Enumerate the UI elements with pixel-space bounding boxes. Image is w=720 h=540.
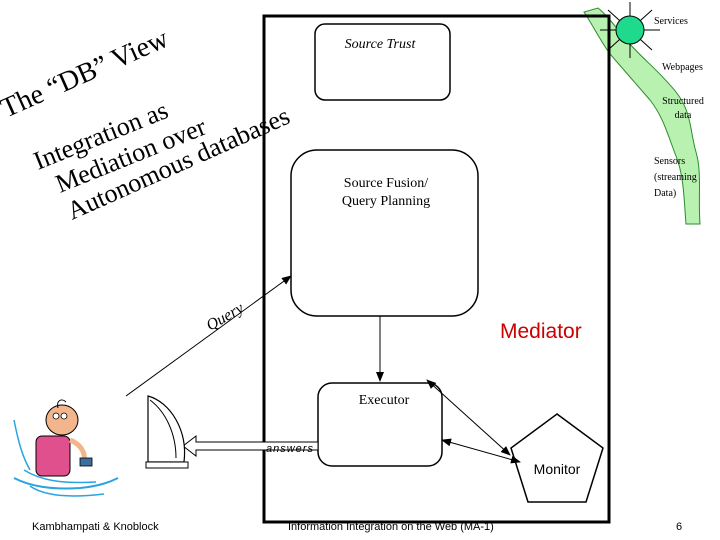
footer-author: Kambhampati & Knoblock: [32, 521, 159, 533]
answers-label: answers: [266, 443, 314, 455]
satellite-dish-icon: [145, 395, 189, 469]
services-sun-icon: [600, 2, 660, 58]
structured-data-label-line2: data: [675, 110, 692, 121]
monitor-pentagon: [510, 413, 604, 503]
sensors-label-line2: (streaming: [654, 172, 697, 183]
sensors-label-line1: Sensors: [654, 156, 685, 167]
user-cartoon-icon: [13, 399, 119, 497]
source-fusion-label-line1: Source Fusion/: [344, 176, 429, 191]
source-trust-box: [314, 23, 451, 101]
webpages-label: Webpages: [662, 62, 703, 73]
executor-monitor-arrow: [441, 438, 521, 464]
source-fusion-label-line2: Query Planning: [342, 194, 430, 209]
structured-data-label-line1: Structured: [662, 96, 704, 107]
executor-label: Executor: [359, 393, 410, 408]
source-trust-label: Source Trust: [345, 37, 417, 52]
answers-arrow: [182, 434, 319, 458]
footer-course-title: Information Integration on the Web (MA-1…: [288, 521, 494, 533]
query-label: Query: [204, 299, 248, 334]
query-arrow: [125, 275, 292, 397]
mediator-label: Mediator: [500, 320, 582, 343]
sensors-label-line3: Data): [654, 188, 676, 199]
footer-page-number: 6: [676, 521, 683, 533]
monitor-label: Monitor: [534, 461, 581, 477]
sources-river: [583, 7, 701, 225]
mediator-frame: [262, 14, 611, 524]
source-fusion-box: [290, 149, 479, 317]
services-label: Services: [654, 16, 688, 27]
